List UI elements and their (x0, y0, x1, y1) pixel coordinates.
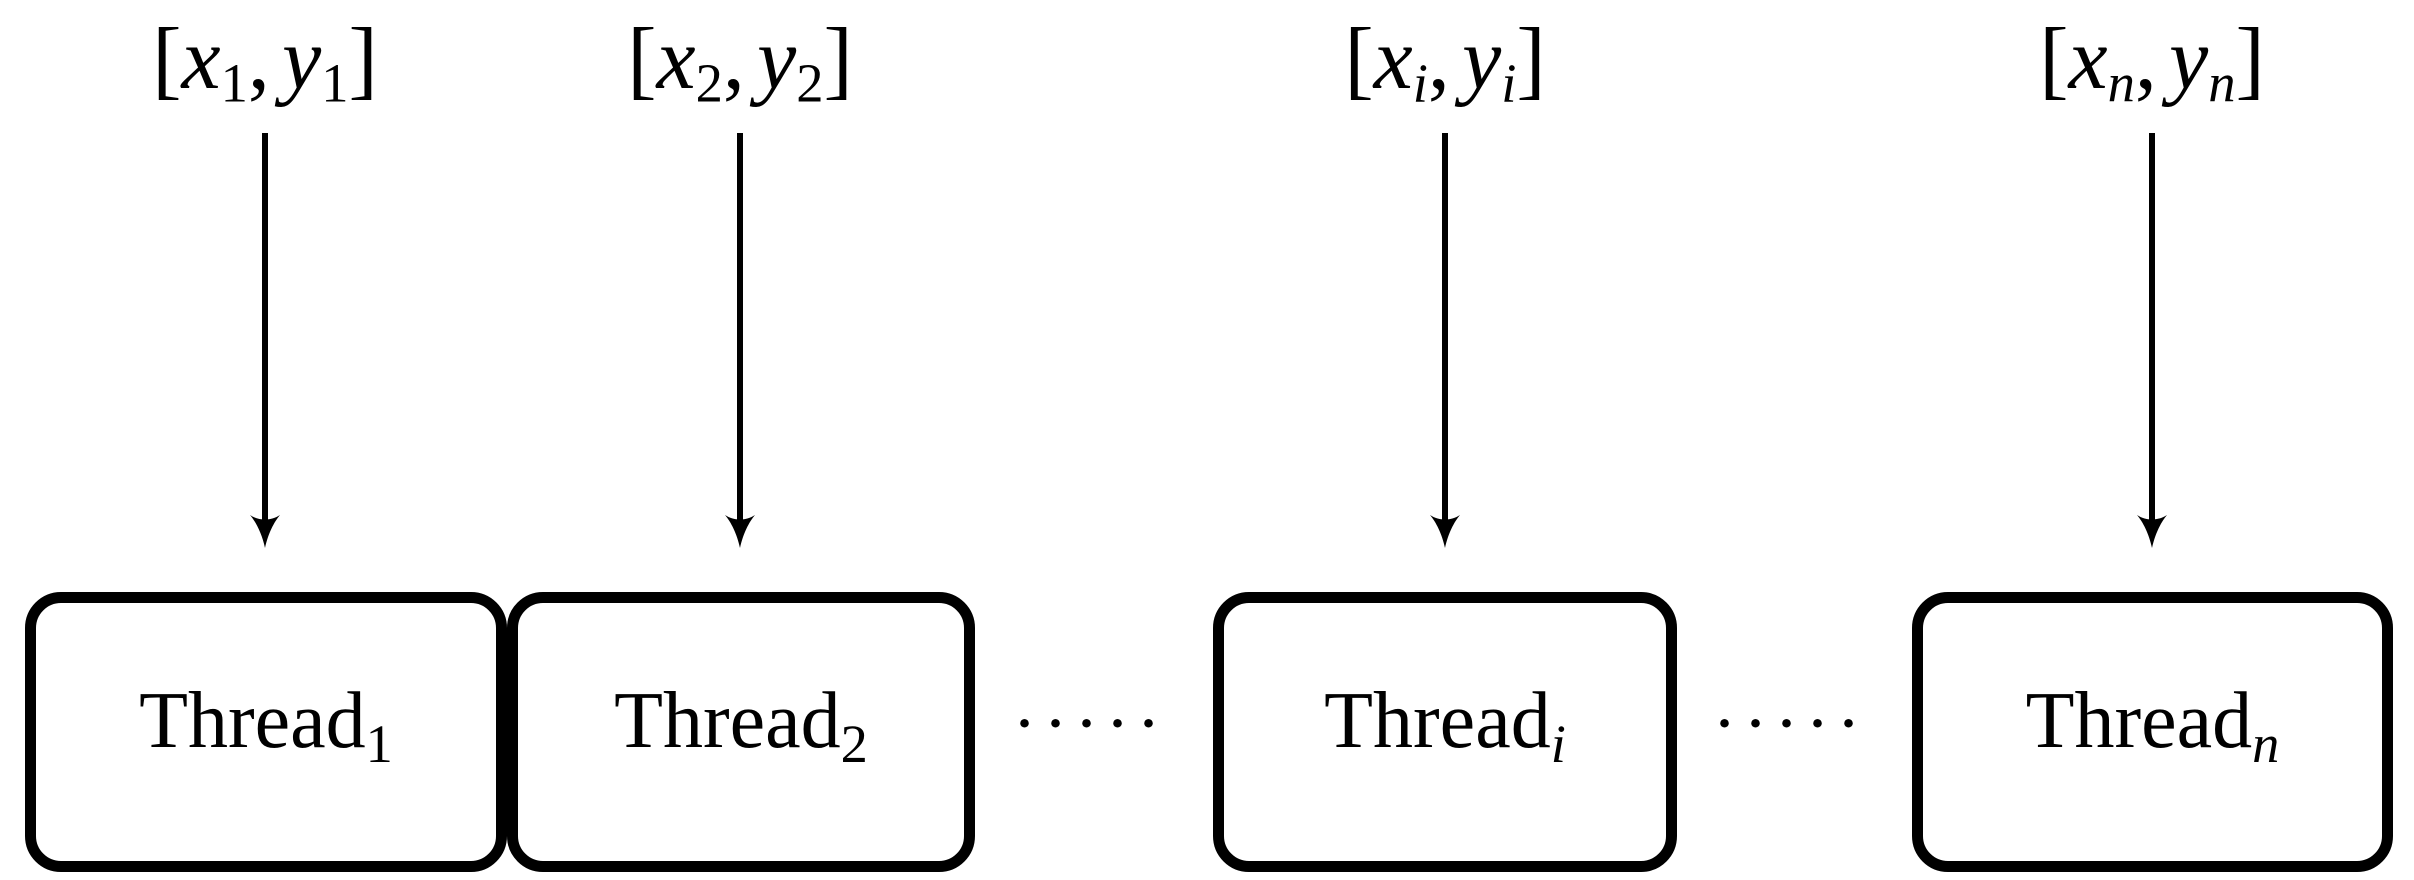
down-arrow-icon-2 (725, 133, 755, 548)
input-label-1: [x1,y1] (152, 16, 378, 111)
thread-subscript: n (2252, 713, 2280, 774)
comma: , (722, 11, 745, 108)
x-subscript: 2 (695, 52, 723, 114)
thread-box-2: Thread2 (507, 592, 975, 872)
y-subscript: i (1501, 52, 1517, 114)
x-subscript: n (2107, 52, 2135, 114)
thread-subscript: 1 (365, 713, 393, 774)
open-bracket: [ (627, 11, 657, 108)
thread-base: Thread (1324, 676, 1551, 765)
thread-box-n: Threadn (1912, 592, 2393, 872)
open-bracket: [ (2039, 11, 2069, 108)
y-var: y (2169, 11, 2209, 108)
y-var: y (282, 11, 322, 108)
y-subscript: 2 (796, 52, 824, 114)
y-var: y (757, 11, 797, 108)
input-label-i: [xi,yi] (1344, 16, 1545, 111)
y-var: y (1462, 11, 1502, 108)
y-subscript: n (2208, 52, 2236, 114)
x-var: x (1373, 11, 1413, 108)
x-var: x (2068, 11, 2108, 108)
thread-label-n: Threadn (2026, 681, 2280, 772)
comma: , (2134, 11, 2157, 108)
comma: , (1427, 11, 1450, 108)
ellipsis-dots-2: ····· (1716, 696, 1872, 750)
down-arrow-icon-i (1430, 133, 1460, 548)
x-subscript: i (1412, 52, 1428, 114)
down-arrow-icon-1 (250, 133, 280, 548)
thread-base: Thread (2025, 676, 2253, 765)
y-subscript: 1 (321, 52, 349, 114)
close-bracket: ] (348, 11, 378, 108)
thread-box-1: Thread1 (25, 592, 507, 872)
input-label-n: [xn,yn] (2039, 16, 2265, 111)
close-bracket: ] (1516, 11, 1546, 108)
thread-base: Thread (139, 676, 366, 765)
thread-subscript: i (1550, 713, 1566, 774)
comma: , (247, 11, 270, 108)
open-bracket: [ (1344, 11, 1374, 108)
x-var: x (181, 11, 221, 108)
open-bracket: [ (152, 11, 182, 108)
thread-subscript: 2 (840, 713, 868, 774)
thread-base: Thread (614, 676, 841, 765)
ellipsis-dots-1: ····· (1016, 696, 1172, 750)
close-bracket: ] (823, 11, 853, 108)
x-subscript: 1 (220, 52, 248, 114)
x-var: x (656, 11, 696, 108)
input-label-2: [x2,y2] (627, 16, 853, 111)
down-arrow-icon-n (2137, 133, 2167, 548)
thread-label-i: Threadi (1324, 681, 1566, 772)
thread-box-i: Threadi (1213, 592, 1677, 872)
close-bracket: ] (2235, 11, 2265, 108)
thread-label-1: Thread1 (139, 681, 393, 772)
thread-label-2: Thread2 (614, 681, 868, 772)
